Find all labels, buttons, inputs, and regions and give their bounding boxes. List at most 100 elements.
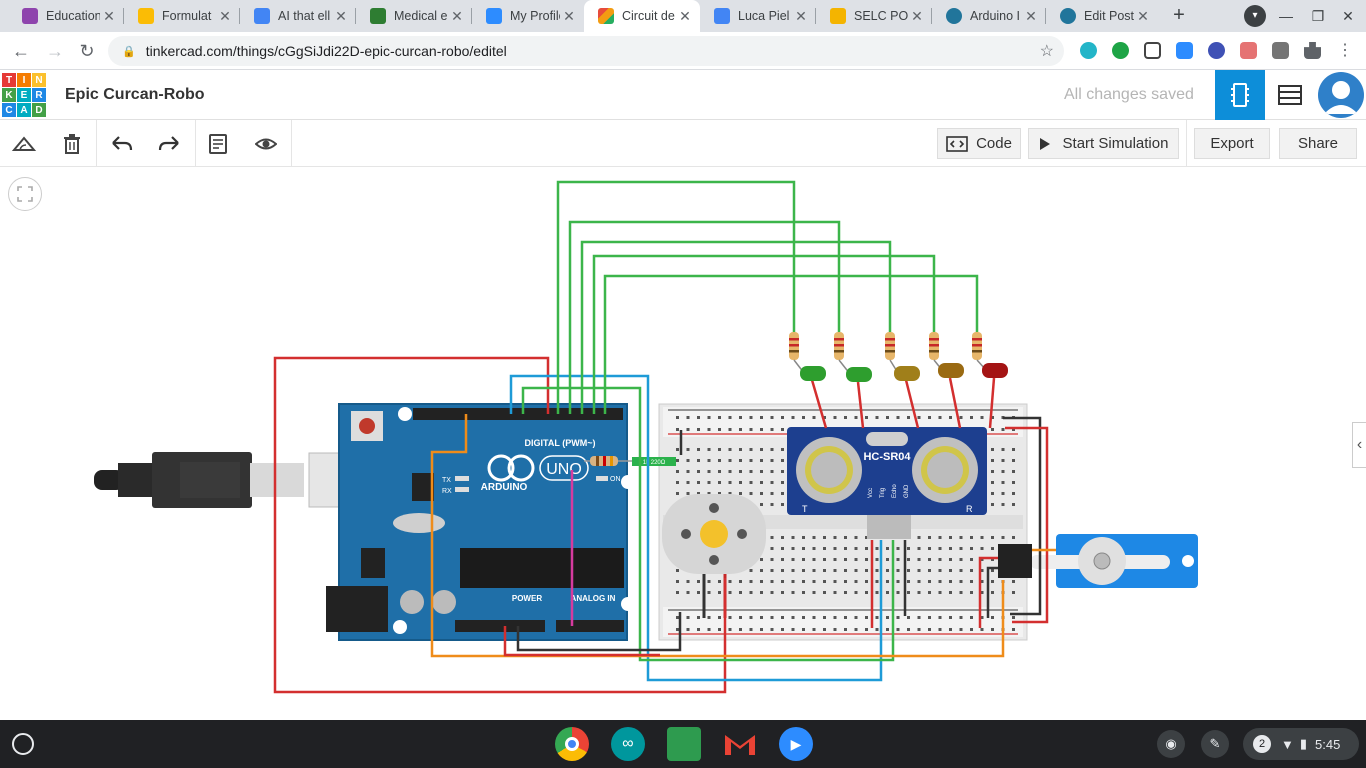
tinkercad-header: T I N K E R C A D Epic Curcan-Robo All c… — [0, 70, 1366, 120]
browser-tab[interactable]: Edit Post✕ — [1046, 0, 1158, 32]
project-title[interactable]: Epic Curcan-Robo — [65, 86, 205, 103]
tx-label: TX — [442, 477, 451, 484]
extensions-puzzle-icon[interactable] — [1304, 42, 1321, 59]
back-icon[interactable]: ← — [12, 41, 30, 61]
tab-search-icon[interactable]: ▾ — [1244, 5, 1266, 27]
browser-tab[interactable]: Formulat✕ — [124, 0, 240, 32]
close-window-icon[interactable]: ✕ — [1342, 8, 1354, 24]
led-array[interactable] — [789, 332, 1008, 382]
dc-motor[interactable] — [662, 494, 766, 618]
gmail-app-icon[interactable] — [723, 727, 757, 761]
restore-icon[interactable]: ❐ — [1311, 8, 1325, 24]
logo-letter: A — [17, 103, 31, 117]
logo-letter: N — [32, 73, 46, 87]
reload-icon[interactable]: ↻ — [79, 41, 95, 61]
chrome-app-icon[interactable] — [555, 727, 589, 761]
browser-tab[interactable]: Education✕ — [8, 0, 124, 32]
servo-motor[interactable] — [998, 534, 1198, 588]
board-resistor[interactable]: 1k 220Ω — [584, 456, 676, 466]
extension-icon[interactable] — [1112, 42, 1129, 59]
extension-k-icon[interactable] — [1208, 42, 1225, 59]
redo-button[interactable] — [153, 128, 185, 160]
browser-tab[interactable]: My Profile✕ — [472, 0, 584, 32]
component-list-button[interactable] — [1265, 70, 1315, 120]
tab-favicon-icon — [138, 8, 154, 24]
code-button[interactable]: Code — [937, 128, 1021, 159]
tab-close-icon[interactable]: ✕ — [795, 7, 807, 24]
arduino-uno-board[interactable]: ARDUINO UNO DIGITAL (PWM~) POWER ANALOG … — [326, 403, 635, 641]
delete-button[interactable] — [56, 128, 88, 160]
chrome-menu-icon[interactable]: ⋮ — [1337, 42, 1353, 59]
tab-close-icon[interactable]: ✕ — [451, 7, 463, 24]
extension-r-icon[interactable] — [1272, 42, 1289, 59]
component-panel-toggle[interactable]: ‹ — [1352, 422, 1366, 468]
fit-view-button[interactable] — [8, 177, 42, 211]
bookmark-star-icon[interactable]: ☆ — [1039, 43, 1054, 60]
ultrasonic-sensor-hc-sr04[interactable]: HC-SR04 Vcc Trig Echo GND T R — [787, 427, 987, 539]
tab-close-icon[interactable]: ✕ — [103, 7, 115, 24]
zoom-app-icon[interactable]: ▶ — [779, 727, 813, 761]
extension-icon[interactable] — [1080, 42, 1097, 59]
browser-tab[interactable]: Luca Piel✕ — [700, 0, 816, 32]
browser-tab[interactable]: AI that ell ✕ — [240, 0, 356, 32]
share-button[interactable]: Share — [1279, 128, 1357, 159]
tinkercad-logo[interactable]: T I N K E R C A D — [2, 73, 46, 117]
led[interactable] — [846, 367, 872, 382]
new-tab-button[interactable]: + — [1173, 4, 1185, 26]
extension-icon[interactable] — [1240, 42, 1257, 59]
tab-close-icon[interactable]: ✕ — [679, 7, 691, 24]
circuit-canvas[interactable]: ‹ — [0, 167, 1366, 720]
browser-tab[interactable]: Medical e✕ — [356, 0, 472, 32]
tab-close-icon[interactable]: ✕ — [563, 7, 575, 24]
browser-tab[interactable]: SELC PO✕ — [816, 0, 932, 32]
tab-close-icon[interactable]: ✕ — [1137, 7, 1149, 24]
classroom-app-icon[interactable] — [667, 727, 701, 761]
code-label: Code — [976, 135, 1012, 152]
stylus-icon[interactable]: ✎ — [1201, 730, 1229, 758]
notes-button[interactable] — [202, 128, 234, 160]
analog-pins-label: ANALOG IN — [571, 594, 616, 603]
circuit-view-button[interactable] — [1215, 70, 1265, 120]
logo-letter: D — [32, 103, 46, 117]
tab-close-icon[interactable]: ✕ — [911, 7, 923, 24]
resistor-band — [885, 350, 895, 353]
tab-favicon-icon — [254, 8, 270, 24]
browser-tab[interactable]: Arduino I✕ — [932, 0, 1046, 32]
tab-strip: Education✕ Formulat✕ AI that ell ✕ Medica… — [0, 0, 1366, 32]
tab-close-icon[interactable]: ✕ — [219, 7, 231, 24]
os-shelf: ∞ ▶ ◉ ✎ 2 ▼ ▮ 5:45 — [0, 720, 1366, 768]
extension-grid-icon[interactable] — [1144, 42, 1161, 59]
rotate-button[interactable] — [8, 128, 40, 160]
user-avatar[interactable] — [1318, 72, 1364, 118]
wifi-icon: ▼ — [1281, 736, 1294, 752]
resistor-band — [789, 344, 799, 347]
tab-favicon-icon — [714, 8, 730, 24]
led[interactable] — [894, 366, 920, 381]
arduino-app-icon[interactable]: ∞ — [611, 727, 645, 761]
start-simulation-button[interactable]: Start Simulation — [1028, 128, 1179, 159]
forward-icon[interactable]: → — [46, 41, 64, 61]
toggle-notes-visibility-button[interactable] — [250, 128, 282, 160]
resistor-band — [929, 344, 939, 347]
sensor-pin-trig-label: Trig — [880, 488, 886, 498]
extension-zoom-icon[interactable] — [1176, 42, 1193, 59]
export-button[interactable]: Export — [1194, 128, 1270, 159]
led[interactable] — [800, 366, 826, 381]
tab-close-icon[interactable]: ✕ — [335, 7, 347, 24]
tab-title: AI that ell — [278, 9, 331, 23]
led[interactable] — [938, 363, 964, 378]
system-tray[interactable]: 2 ▼ ▮ 5:45 — [1243, 728, 1359, 760]
tab-close-icon[interactable]: ✕ — [1025, 7, 1037, 24]
address-bar[interactable]: 🔒 tinkercad.com/things/cGgSiJdi22D-epic-… — [108, 36, 1064, 66]
tab-favicon-icon — [598, 8, 614, 24]
led[interactable] — [982, 363, 1008, 378]
tote-icon[interactable]: ◉ — [1157, 730, 1185, 758]
redo-icon — [158, 136, 179, 151]
resistor-band — [885, 338, 895, 341]
resistor-band — [834, 344, 844, 347]
browser-tab-active[interactable]: Circuit de✕ — [584, 0, 700, 32]
minimize-icon[interactable]: — — [1279, 8, 1293, 24]
resistor-band — [972, 350, 982, 353]
undo-button[interactable] — [106, 128, 138, 160]
launcher-icon[interactable] — [12, 733, 34, 755]
